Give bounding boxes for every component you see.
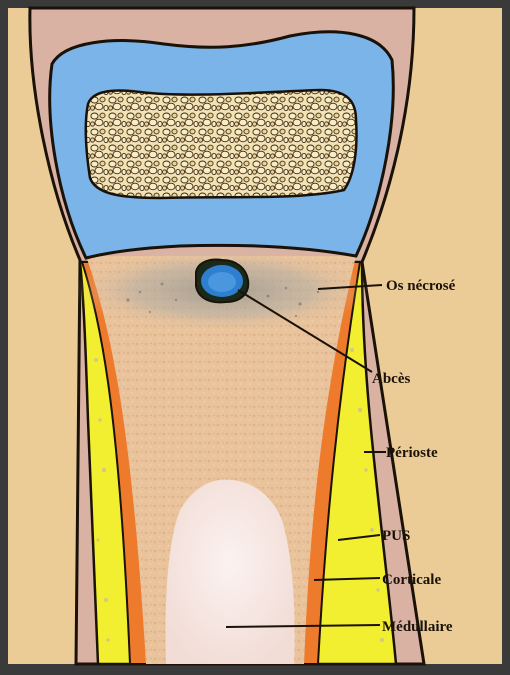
epiphyseal-spongy-bone [86,90,357,198]
label-os-necrose: Os nécrosé [386,278,456,294]
label-perioste: Périoste [386,445,438,461]
label-corticale: Corticale [382,572,441,588]
abscess [196,260,248,303]
label-pus: PUS [382,528,410,544]
medullary-cavity [166,480,295,664]
label-medullaire: Médullaire [382,619,453,635]
label-abces: Abcès [372,371,410,387]
